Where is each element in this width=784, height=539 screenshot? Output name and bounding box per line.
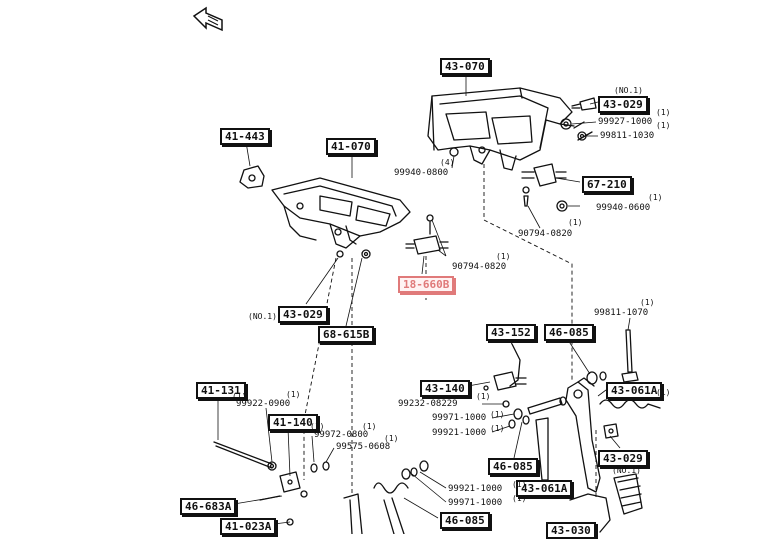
part-box-41-131[interactable]: 41-131: [196, 382, 246, 399]
return-spring: [599, 399, 661, 409]
part-box-46-085-a[interactable]: 46-085: [544, 324, 594, 341]
part-box-43-070[interactable]: 43-070: [440, 58, 490, 75]
clutch-master-rod: [213, 441, 277, 471]
part-box-46-085-c[interactable]: 46-085: [440, 512, 490, 529]
part-label-99940-0800[interactable]: 99940-0800: [394, 168, 449, 178]
clip-43-029: [603, 423, 619, 439]
brake-pedal-assembly: [565, 377, 643, 533]
qty-1-g: (1): [656, 388, 671, 397]
clutch-switch: [405, 214, 449, 255]
part-box-41-140[interactable]: 41-140: [268, 414, 318, 431]
qty-1-c: (1): [648, 193, 663, 202]
part-box-68-615b[interactable]: 68-615B: [318, 326, 375, 343]
switch-43-140: [483, 371, 527, 391]
part-box-41-443[interactable]: 41-443: [220, 128, 270, 145]
qty-1-a: (1): [656, 108, 671, 117]
qty-1-m: (1): [490, 424, 505, 433]
part-label-99921-1000-b[interactable]: 99921-1000: [448, 484, 503, 494]
qty-1-b: (1): [656, 121, 671, 130]
qty-1-e: (1): [496, 252, 511, 261]
pivot-pin: [527, 397, 563, 415]
stop-light-switch: [521, 163, 567, 207]
part-box-41-070[interactable]: 41-070: [326, 138, 376, 155]
part-label-99232-08229[interactable]: 99232-08229: [398, 399, 458, 409]
part-label-99972-0800[interactable]: 99972-0800: [314, 430, 369, 440]
bolt-43-029-top: [571, 97, 597, 111]
qty-no1-top: (NO.1): [614, 86, 643, 95]
part-box-18-660b[interactable]: 18-660B: [398, 276, 455, 293]
qty-1-p: (1): [232, 392, 247, 401]
part-label-99921-1000-a[interactable]: 99921-1000: [432, 428, 487, 438]
qty-1-l: (1): [490, 410, 505, 419]
qty-1-j: (1): [362, 422, 377, 431]
part-label-99922-0900[interactable]: 99922-0900: [236, 399, 291, 409]
part-box-43-030[interactable]: 43-030: [546, 522, 596, 539]
qty-1-k: (1): [384, 434, 399, 443]
part-box-43-029-top[interactable]: 43-029: [598, 96, 648, 113]
qty-1-h: (1): [286, 390, 301, 399]
qty-4: (4): [440, 158, 455, 167]
qty-1-n: (1): [512, 480, 527, 489]
spring-bottom: [373, 482, 409, 494]
part-box-43-029-mid[interactable]: 43-029: [278, 306, 328, 323]
direction-arrow-icon: [192, 6, 228, 39]
part-box-46-683a[interactable]: 46-683A: [180, 498, 237, 515]
part-box-43-061a-right[interactable]: 43-061A: [606, 382, 663, 399]
part-label-99927-1000[interactable]: 99927-1000: [598, 117, 653, 127]
qty-1-q: (1): [310, 422, 325, 431]
part-label-90794-0820-right[interactable]: 90794-0820: [452, 262, 507, 272]
qty-1-d: (1): [568, 218, 583, 227]
cushion-41-443: [239, 165, 265, 189]
pedal-arm: [535, 417, 549, 481]
qty-no1-mid: (NO.1): [248, 312, 277, 321]
clutch-bracket-assembly: [271, 177, 411, 249]
push-rod: [509, 343, 521, 387]
part-box-43-029-bottom[interactable]: 43-029: [598, 450, 648, 467]
qty-no1-bottom: (NO.1): [612, 466, 641, 475]
part-label-99811-1070[interactable]: 99811-1070: [594, 308, 649, 318]
part-box-43-140[interactable]: 43-140: [420, 380, 470, 397]
part-box-43-061a-center[interactable]: 43-061A: [516, 480, 573, 497]
part-box-46-085-b[interactable]: 46-085: [488, 458, 538, 475]
qty-1-f: (1): [640, 298, 655, 307]
nut-99940-0600: [556, 200, 568, 212]
part-label-99971-1000-a[interactable]: 99971-1000: [432, 413, 487, 423]
part-label-99971-1000-b[interactable]: 99971-1000: [448, 498, 503, 508]
part-label-90794-0820-center[interactable]: 90794-0820: [518, 229, 573, 239]
bolt-99811-1070: [625, 329, 633, 373]
clevis: [279, 471, 301, 493]
clutch-pedal: [343, 493, 363, 534]
part-label-99811-1030[interactable]: 99811-1030: [600, 131, 655, 141]
part-box-43-152[interactable]: 43-152: [486, 324, 536, 341]
washer-99927: [560, 118, 572, 130]
qty-1-o: (1): [512, 494, 527, 503]
qty-1-i: (1): [476, 392, 491, 401]
part-box-41-023a[interactable]: 41-023A: [220, 518, 277, 535]
part-box-67-210[interactable]: 67-210: [582, 176, 632, 193]
part-label-99575-0608[interactable]: 99575-0608: [336, 442, 391, 452]
part-label-99940-0600[interactable]: 99940-0600: [596, 203, 651, 213]
bushing-46-085: [586, 371, 598, 385]
